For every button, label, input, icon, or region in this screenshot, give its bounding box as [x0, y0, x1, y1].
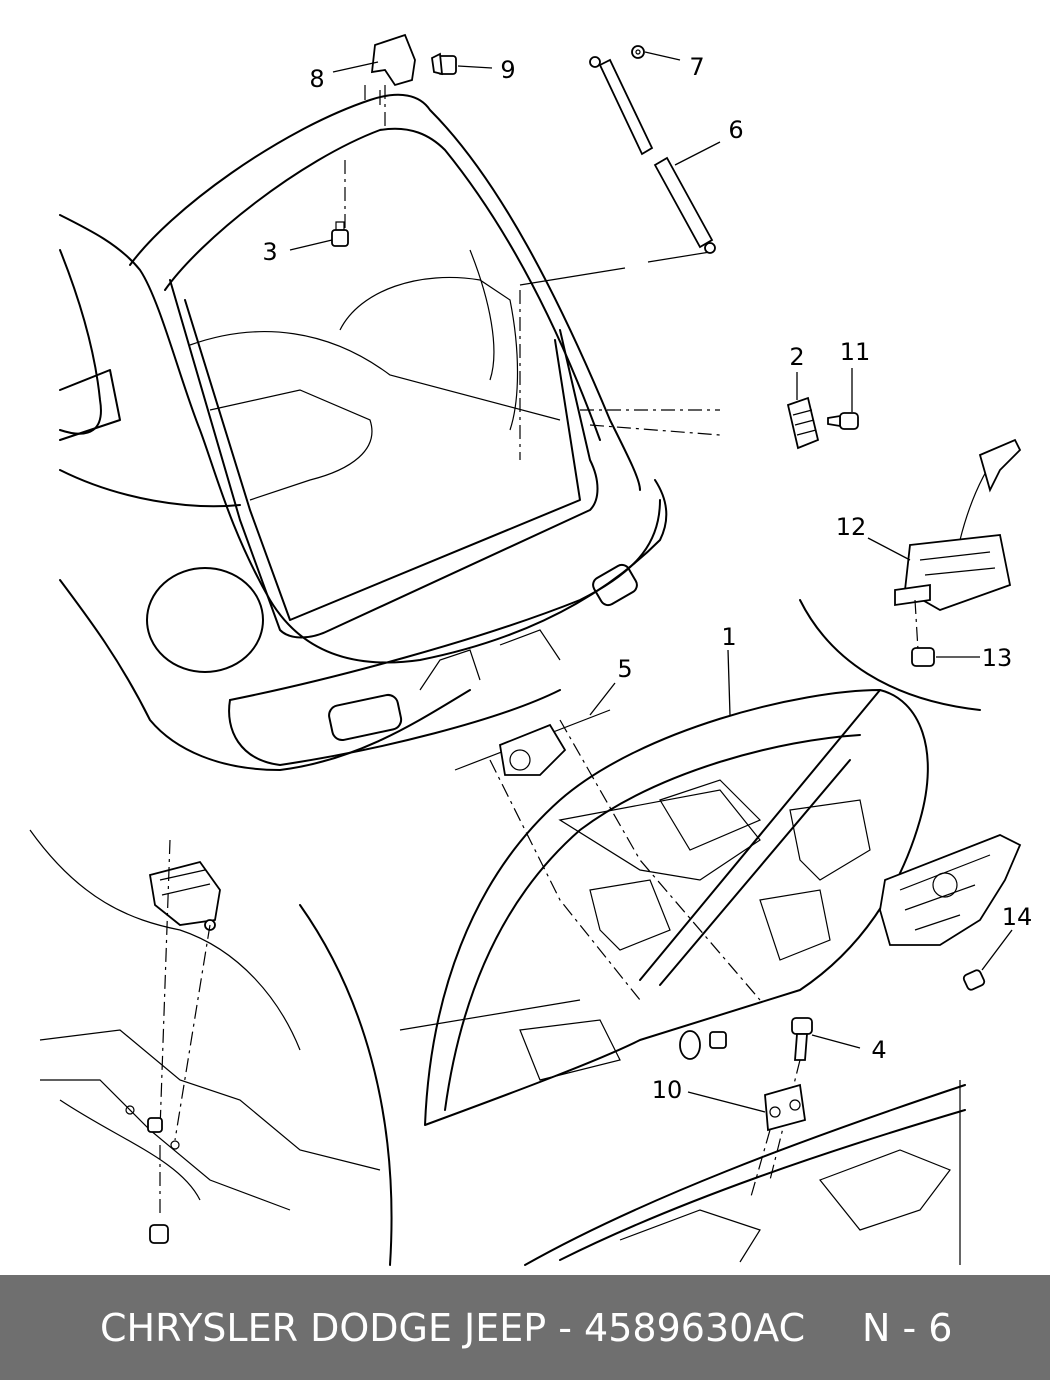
callout-7: 7: [689, 53, 704, 81]
part-number-title: CHRYSLER DODGE JEEP - 4589630AC: [100, 1305, 806, 1350]
detail-view: [29, 829, 581, 1266]
liftgate-panel-part-1: [424, 689, 929, 1126]
callout-14: 14: [1002, 903, 1033, 931]
nut-part-7: [631, 45, 645, 59]
callout-12: 12: [836, 513, 867, 541]
bolt-part-13: [911, 647, 935, 667]
liftgate-exploded-view: 1 2 3 4 5 6 7 8 9 10 11 12 13 14: [29, 33, 1032, 1266]
actuator-part-5: [454, 709, 611, 776]
liftgate-opening: [129, 93, 721, 639]
callout-5: 5: [617, 655, 632, 683]
lower-latch-part-14: [879, 834, 1022, 991]
callout-1: 1: [721, 623, 736, 651]
callout-2: 2: [789, 343, 804, 371]
callout-8: 8: [309, 65, 324, 93]
hinge-part-8: [364, 33, 416, 130]
callout-9: 9: [500, 56, 515, 84]
striker-part-2: [786, 396, 820, 450]
callout-11: 11: [840, 338, 871, 366]
callout-10: 10: [652, 1076, 683, 1104]
screw-part-9: [431, 52, 457, 76]
latch-part-12: [799, 438, 1022, 711]
bracket-part-10: [749, 1083, 807, 1201]
footer-bar: CHRYSLER DODGE JEEP - 4589630AC N - 6: [0, 1275, 1050, 1380]
callout-3: 3: [262, 238, 277, 266]
callout-4: 4: [871, 1036, 886, 1064]
vehicle-rear-body: [59, 214, 668, 771]
callout-6: 6: [728, 116, 743, 144]
prop-rod-part-6: [589, 56, 716, 254]
screw-part-11: [827, 412, 859, 430]
page-number: N - 6: [862, 1305, 953, 1350]
parts-diagram: 1 2 3 4 5 6 7 8 9 10 11 12 13 14: [29, 33, 1032, 1266]
lower-body-panel: [524, 1080, 966, 1266]
bumper-part-3: [331, 221, 349, 247]
leader-lines: [289, 51, 1013, 1113]
callout-labels: 1 2 3 4 5 6 7 8 9 10 11 12 13 14: [262, 53, 1032, 1104]
washer-and-nut: [679, 1030, 727, 1060]
callout-13: 13: [982, 644, 1013, 672]
